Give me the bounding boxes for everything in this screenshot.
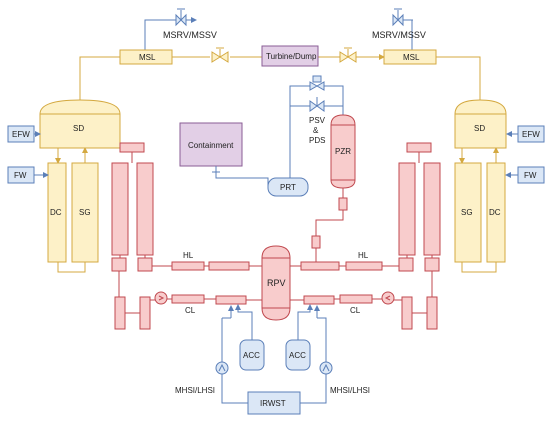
pds-label: PDS <box>309 136 325 145</box>
fw-right-label: FW <box>524 171 537 180</box>
steam-generator-right <box>454 162 482 263</box>
mhsi-right-label: MHSI/LHSI <box>330 386 370 395</box>
acc-right-label: ACC <box>289 351 306 360</box>
msrv-left-label: MSRV/MSSV <box>163 30 217 40</box>
mhsi-pump-right[interactable] <box>319 361 333 375</box>
safety-injection-lines <box>221 304 327 404</box>
surge-line-seg-1 <box>338 197 348 211</box>
steam-generator-left <box>71 162 99 263</box>
primary-loop-right <box>290 142 441 330</box>
mhsi-left-label: MHSI/LHSI <box>175 386 215 395</box>
accumulator-right <box>285 339 311 371</box>
msl-right-label: MSL <box>403 53 420 62</box>
efw-right-label: EFW <box>522 130 540 139</box>
cl-left-label: CL <box>185 306 196 315</box>
prt-label: PRT <box>280 183 296 192</box>
sd-left-label: SD <box>73 124 84 133</box>
rpv-label: RPV <box>267 278 286 288</box>
sg-left-label: SG <box>79 208 91 217</box>
psv-valve[interactable] <box>309 97 325 112</box>
turbine-label: Turbine/Dump <box>266 52 317 61</box>
cl-right-label: CL <box>350 306 361 315</box>
fw-left-label: FW <box>14 171 27 180</box>
hl-left-label: HL <box>183 251 194 260</box>
downcomer-right <box>486 162 506 263</box>
downcomer-left <box>47 162 67 263</box>
dc-right-label: DC <box>489 208 501 217</box>
dc-left-label: DC <box>50 208 62 217</box>
primary-loop-left <box>111 142 262 330</box>
psv-label: PSV <box>309 116 326 125</box>
steam-drum-right <box>454 99 507 149</box>
msrv-valve-right[interactable] <box>392 8 413 27</box>
surge-line-seg-2 <box>311 235 321 249</box>
efw-left-label: EFW <box>12 130 30 139</box>
hl-right-label: HL <box>358 251 369 260</box>
turbine-valve-right[interactable] <box>339 47 357 63</box>
irwst-tank <box>247 391 301 415</box>
main-steam-lines <box>55 19 499 273</box>
msl-left-box <box>119 49 173 65</box>
turbine-dump-box <box>261 45 319 67</box>
irwst-label: IRWST <box>260 399 286 408</box>
accumulator-left <box>239 339 265 371</box>
msl-left-label: MSL <box>139 53 156 62</box>
acc-left-label: ACC <box>243 351 260 360</box>
containment-label: Containment <box>188 141 234 150</box>
prt-tank <box>267 177 309 197</box>
containment-box <box>179 122 243 167</box>
turbine-valve-left[interactable] <box>211 47 229 63</box>
sg-right-label: SG <box>461 208 473 217</box>
sd-right-label: SD <box>474 124 485 133</box>
pds-valve-top[interactable] <box>309 75 325 91</box>
msrv-valve-left[interactable] <box>175 8 197 27</box>
msl-right-box <box>383 49 437 65</box>
msrv-right-label: MSRV/MSSV <box>372 30 426 40</box>
amp-label: & <box>313 126 319 135</box>
pzr-label: PZR <box>335 147 351 156</box>
mhsi-pump-left[interactable] <box>215 361 229 375</box>
steam-drum-left <box>39 99 121 149</box>
